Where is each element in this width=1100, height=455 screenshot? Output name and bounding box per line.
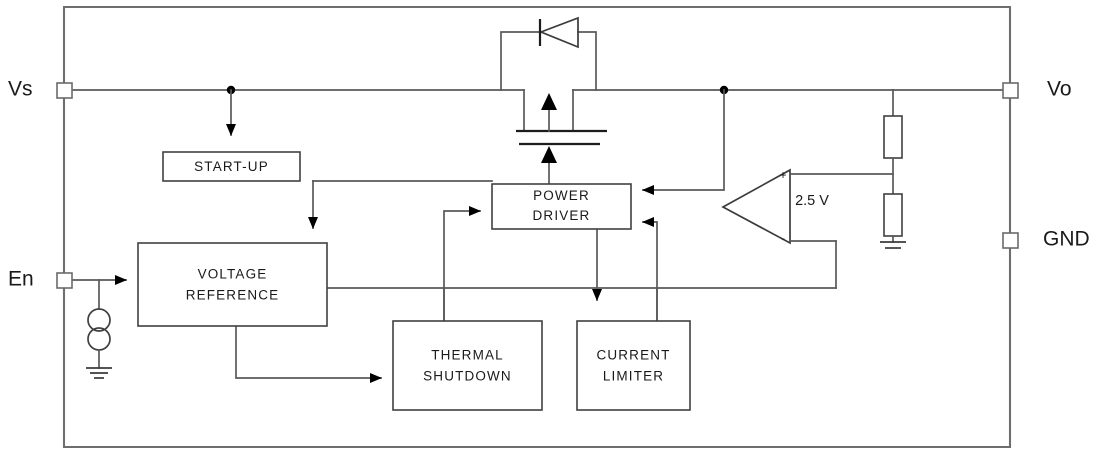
block-start-up-label: START-UP [194, 159, 269, 174]
chip-outline [62, 5, 1012, 449]
block-voltage-reference[interactable]: VOLTAGE REFERENCE [137, 242, 328, 327]
pin-vs-label: Vs [8, 78, 33, 101]
supply-rail [63, 85, 1011, 95]
block-power-driver-label-1: POWER [533, 188, 590, 203]
amplifier-minus-sign: - [781, 231, 785, 245]
block-start-up[interactable]: START-UP [162, 151, 301, 182]
pin-vs[interactable]: Vs [8, 78, 73, 101]
pin-en[interactable]: En [8, 268, 73, 291]
mosfet-gate-arrow [541, 146, 557, 163]
pin-vo[interactable]: Vo [1002, 78, 1072, 101]
current-source-circle-top [87, 308, 111, 332]
pass-mosfet [500, 16, 607, 185]
mosfet-bulk-arrow [541, 93, 557, 110]
pin-vs-square [56, 82, 73, 99]
block-thermal-shutdown-label-1: THERMAL [431, 348, 504, 363]
error-amplifier: + - 2.5 V [721, 168, 894, 245]
block-thermal-shutdown[interactable]: THERMAL SHUTDOWN [392, 320, 543, 411]
pin-en-square [56, 272, 73, 289]
resistor-top [883, 115, 903, 159]
block-power-driver[interactable]: POWER DRIVER [491, 183, 632, 230]
pin-gnd[interactable]: GND [1002, 228, 1090, 251]
block-current-limiter-label-2: LIMITER [603, 369, 664, 384]
amplifier-reference-value: 2.5 V [795, 193, 829, 209]
pin-gnd-square [1002, 232, 1019, 249]
block-voltage-reference-label-2: REFERENCE [186, 288, 280, 303]
resistor-bottom [883, 193, 903, 237]
block-voltage-reference-label-1: VOLTAGE [198, 267, 268, 282]
feedback-divider [880, 89, 906, 249]
bottom-block-stubs [443, 287, 658, 322]
pin-gnd-label: GND [1043, 228, 1090, 251]
block-power-driver-label-2: DRIVER [533, 208, 591, 223]
pin-vo-square [1002, 82, 1019, 99]
pin-en-label: En [8, 268, 34, 291]
vref-outputs [235, 240, 837, 383]
amplifier-plus-sign: + [779, 168, 786, 182]
block-current-limiter-label-1: CURRENT [596, 348, 670, 363]
body-diode [500, 16, 597, 91]
enable-input [63, 275, 127, 379]
pin-vo-label: Vo [1047, 78, 1072, 101]
block-current-limiter[interactable]: CURRENT LIMITER [576, 320, 691, 411]
block-thermal-shutdown-label-2: SHUTDOWN [423, 369, 512, 384]
